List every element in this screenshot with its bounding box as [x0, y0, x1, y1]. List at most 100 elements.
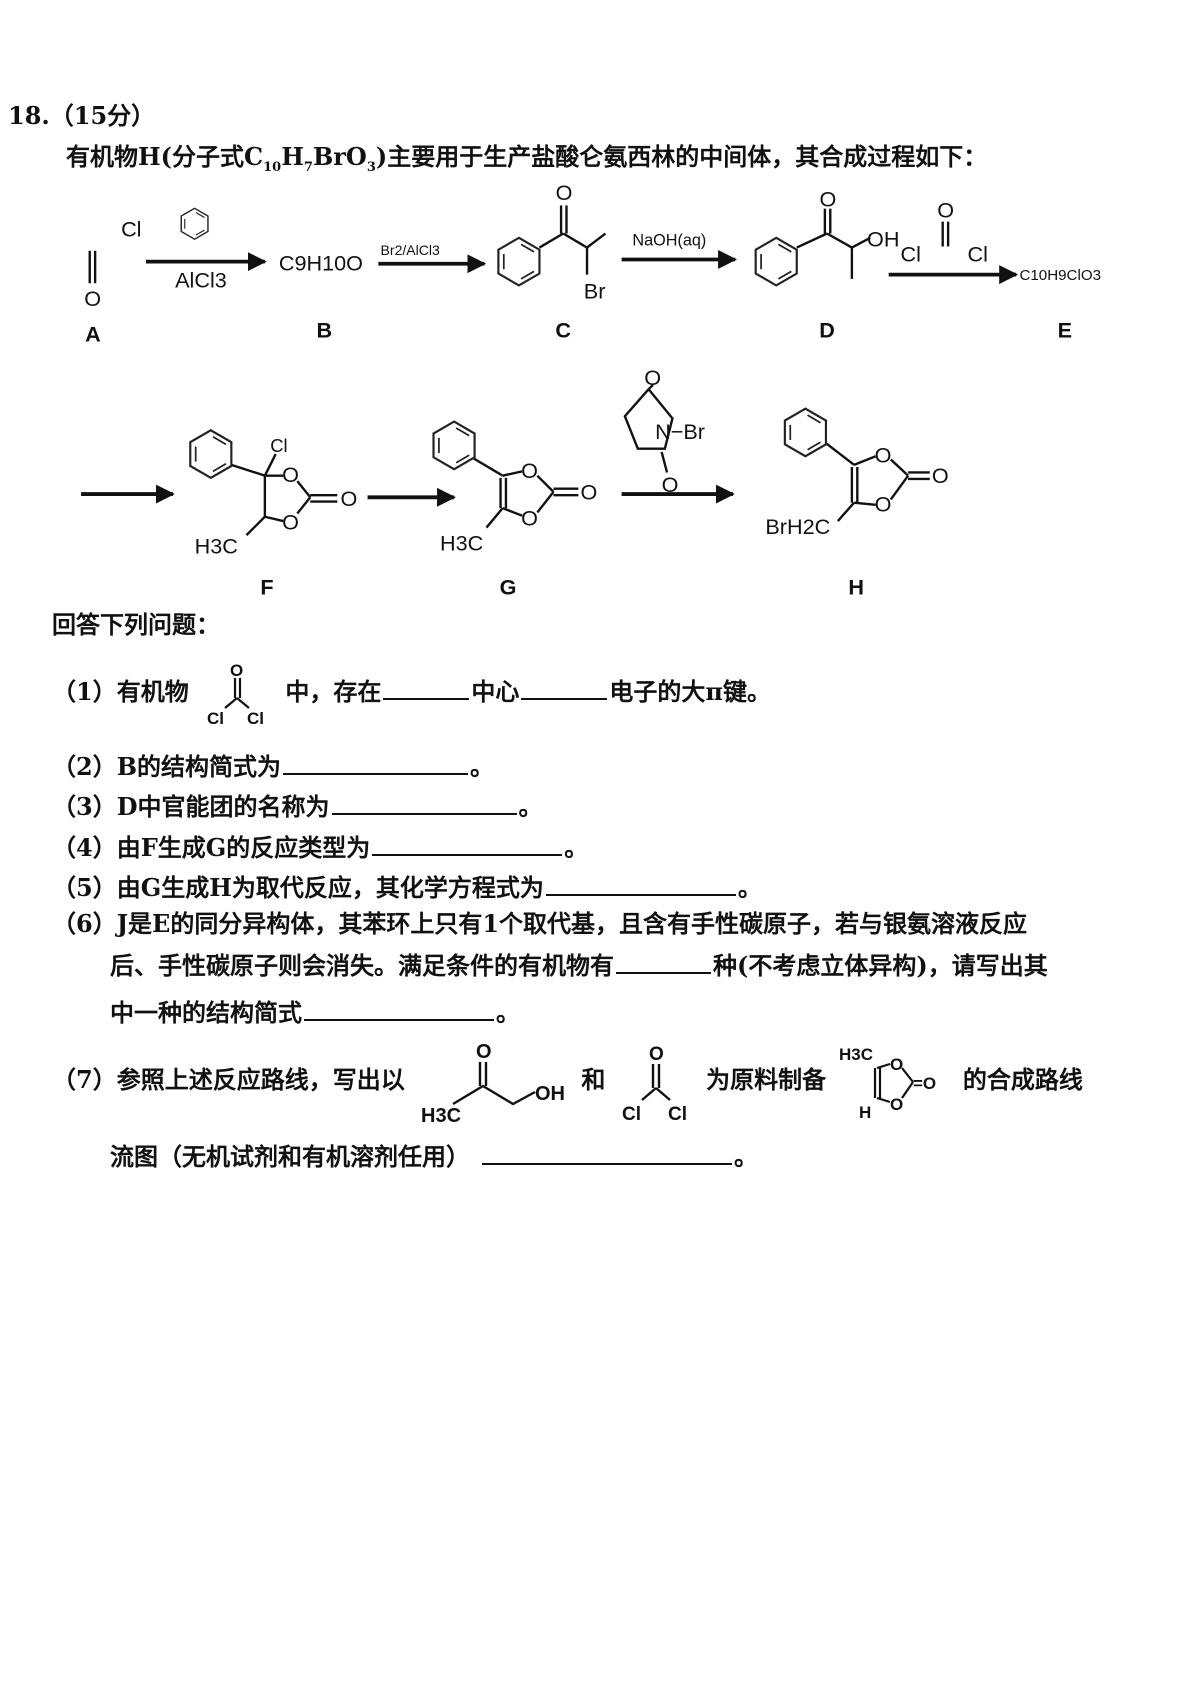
atom-label: O: [890, 1055, 903, 1074]
item-text: 参照上述反应路线，写出以: [116, 1065, 405, 1094]
atom-label: O: [282, 510, 299, 535]
compound-label-a: A: [85, 322, 101, 347]
reagent-label: NaOH(aq): [632, 231, 706, 249]
question-item-7: （7）参照上述反应路线，写出以 O H3C OH 和 O Cl Cl 为原料制备…: [52, 1035, 1083, 1126]
compound-label-c: C: [555, 317, 571, 342]
atom-label: O: [521, 505, 538, 530]
atom-label: O: [476, 1041, 492, 1063]
item-text: 种(不考虑立体异构)，请写出其: [713, 951, 1048, 980]
intro-sub: 10: [263, 159, 282, 175]
phosgene-structure: O Cl Cl: [207, 662, 264, 726]
atom-label: Cl: [968, 242, 988, 267]
compound-e-formula: C10H9ClO3: [1019, 267, 1101, 284]
question-item-1: （1）有机物 O Cl Cl 中，存在中心电子的大π键。: [52, 660, 771, 726]
reagent-label: AlCl3: [175, 268, 227, 293]
atom-label: H: [859, 1103, 871, 1122]
question-intro: 有机物H(分子式C10H7BrO3)主要用于生产盐酸仑氨西林的中间体，其合成过程…: [66, 145, 987, 174]
question-item-6: （6）J是E的同分异构体，其苯环上只有1个取代基，且含有手性碳原子，若与银氨溶液…: [52, 912, 1027, 936]
intro-sub: 3: [366, 159, 376, 175]
atom-label: O: [581, 479, 598, 504]
atom-label: Cl: [207, 709, 224, 726]
answer-blank[interactable]: [383, 678, 470, 700]
intro-text: )主要用于生产盐酸仑氨西林的中间体，其合成过程如下：: [375, 142, 988, 171]
atom-label: O: [556, 180, 573, 205]
synthesis-scheme: O Cl AlCl3 C9H10O Br2/AlCl3 O Br NaOH(aq…: [81, 180, 1101, 600]
compound-label-e: E: [1058, 317, 1072, 342]
item-text: 。: [518, 792, 543, 821]
atom-label: O: [937, 197, 954, 222]
question-item-5: （5）由G生成H为取代反应，其化学方程式为 。: [52, 874, 762, 900]
item-text: 。: [734, 1142, 758, 1171]
answer-blank[interactable]: [372, 834, 563, 856]
compound-label-d: D: [819, 317, 835, 342]
item-text: 中心: [471, 677, 520, 706]
question-item-2: （2）B的结构简式为 。: [52, 753, 494, 779]
item-text: B的结构简式为: [116, 752, 281, 781]
atom-label: O: [819, 186, 836, 211]
atom-label: O: [932, 463, 949, 488]
question-number: 18.（15分）: [8, 101, 156, 130]
answer-blank[interactable]: [304, 999, 494, 1021]
atom-label: BrH2C: [765, 514, 830, 539]
item-text: 。: [737, 873, 762, 902]
atom-label: OH: [867, 226, 899, 251]
item-text: 的合成路线: [962, 1065, 1083, 1094]
atom-label: H3C: [195, 534, 238, 559]
intro-text: 有机物H(分子式C: [66, 142, 264, 171]
answer-blank[interactable]: [331, 793, 517, 815]
answer-blank[interactable]: [482, 1143, 732, 1165]
reagent-label: Br2/AlCl3: [381, 242, 441, 258]
compound-label-g: G: [500, 575, 517, 600]
item-number: （6）: [52, 909, 117, 938]
atom-label: Br: [584, 278, 606, 303]
atom-label: H3C: [421, 1105, 461, 1126]
atom-label: O: [890, 1095, 903, 1114]
answer-blank[interactable]: [616, 952, 711, 974]
atom-label: Cl: [270, 435, 287, 456]
item-text: 中一种的结构简式: [110, 998, 302, 1027]
atom-label: O: [875, 443, 892, 468]
question-item-3: （3）D中官能团的名称为。: [52, 793, 543, 819]
item-text: 。: [470, 752, 494, 781]
question-item-6-line2: 后、手性碳原子则会消失。满足条件的有机物有 种(不考虑立体异构)，请写出其: [110, 952, 1048, 978]
item-text: J是E的同分异构体，其苯环上只有1个取代基，且含有手性碳原子，若与银氨溶液反应: [116, 909, 1028, 938]
item-number: （5）: [52, 873, 117, 902]
intro-text: BrO: [312, 142, 367, 171]
atom-label: Cl: [622, 1104, 641, 1125]
intro-sub: 7: [303, 159, 313, 175]
item-number: （2）: [52, 752, 117, 781]
item-number: （4）: [52, 833, 117, 862]
item-text: 后、手性碳原子则会消失。满足条件的有机物有: [110, 951, 614, 980]
atom-label: Cl: [901, 242, 921, 267]
item-number: （1）: [52, 677, 117, 706]
item-text: 为原料制备: [706, 1065, 827, 1094]
compound-b-formula: C9H10O: [279, 250, 363, 275]
item-text: 由F生成G的反应类型为: [116, 833, 371, 862]
phosgene-structure: O Cl Cl: [622, 1044, 687, 1125]
atom-label: O: [649, 1044, 664, 1065]
item-number: （7）: [52, 1065, 117, 1094]
atom-label: H3C: [839, 1045, 873, 1064]
atom-label: N−Br: [655, 419, 705, 444]
question-item-7-line2: 流图（无机试剂和有机溶剂任用） 。: [110, 1143, 758, 1169]
answer-blank[interactable]: [545, 874, 736, 896]
item-text: 。: [496, 998, 520, 1027]
question-item-4: （4）由F生成G的反应类型为。: [52, 834, 588, 860]
item-text: 和: [581, 1065, 606, 1094]
answer-blank[interactable]: [283, 753, 468, 775]
item-text: D中官能团的名称为: [116, 792, 330, 821]
atom-label: O: [662, 472, 679, 497]
item-text: 流图（无机试剂和有机溶剂任用）: [110, 1142, 470, 1171]
item-text: 电子的大π键。: [609, 677, 771, 706]
item-text: 有机物: [116, 677, 189, 706]
atom-label: =O: [913, 1074, 936, 1093]
atom-label: O: [875, 491, 892, 516]
answer-blank[interactable]: [521, 678, 608, 700]
item-text: 由G生成H为取代反应，其化学方程式为: [116, 873, 544, 902]
atom-label: O: [644, 365, 661, 390]
atom-label: O: [230, 662, 243, 680]
atom-label: OH: [535, 1083, 565, 1105]
atom-label: O: [341, 486, 358, 511]
atom-label: Cl: [668, 1104, 687, 1125]
atom-label: H3C: [440, 530, 483, 555]
